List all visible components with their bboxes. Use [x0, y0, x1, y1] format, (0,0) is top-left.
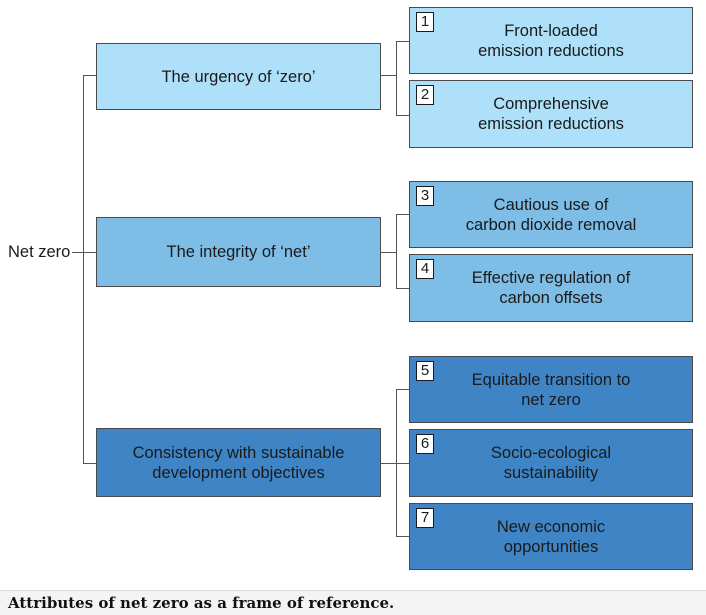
attribute-box-6: 6 Socio-ecological sustainability	[409, 429, 693, 497]
group2-connector	[380, 252, 396, 253]
attribute-label: Front-loaded emission reductions	[478, 21, 624, 60]
group2-spine	[396, 214, 397, 289]
figure-caption: Attributes of net zero as a frame of ref…	[8, 594, 395, 612]
branch-connector-1	[83, 75, 96, 76]
category-integrity-of-net: The integrity of ‘net’	[96, 217, 381, 287]
attribute-box-2: 2 Comprehensive emission reductions	[409, 80, 693, 148]
attribute-box-5: 5 Equitable transition to net zero	[409, 356, 693, 423]
attribute-label: Comprehensive emission reductions	[478, 95, 624, 133]
attribute-box-4: 4 Effective regulation of carbon offsets	[409, 254, 693, 322]
attribute-number-badge: 7	[416, 508, 434, 528]
attr3-connector	[396, 214, 409, 215]
attribute-number-badge: 4	[416, 259, 434, 279]
branch-connector-3	[83, 463, 96, 464]
attribute-label: Cautious use of carbon dioxide removal	[465, 195, 637, 234]
branch-connector-2	[83, 252, 96, 253]
attribute-box-1: 1 Front-loaded emission reductions	[409, 7, 693, 74]
category-label: Consistency with sustainable development…	[132, 443, 345, 482]
attribute-number-badge: 2	[416, 85, 434, 105]
attr1-connector	[396, 41, 409, 42]
root-connector	[72, 252, 84, 253]
category-urgency-of-zero: The urgency of ‘zero’	[96, 43, 381, 110]
attribute-number-badge: 3	[416, 186, 434, 206]
attr5-connector	[396, 389, 409, 390]
attribute-label: New economic opportunities	[496, 517, 606, 556]
net-zero-tree-diagram: Net zero The urgency of ‘zero’ The integ…	[8, 7, 693, 570]
group1-spine	[396, 41, 397, 116]
category-label: The integrity of ‘net’	[166, 243, 311, 261]
attribute-number-badge: 6	[416, 434, 434, 454]
attribute-number-badge: 5	[416, 361, 434, 381]
attr2-connector	[396, 115, 409, 116]
attr4-connector	[396, 288, 409, 289]
attr7-connector	[396, 536, 409, 537]
caption-bar: Attributes of net zero as a frame of ref…	[0, 590, 706, 615]
attribute-label: Effective regulation of carbon offsets	[471, 269, 631, 307]
root-node-net-zero: Net zero	[8, 243, 71, 261]
attribute-number-badge: 1	[416, 12, 434, 32]
group3-connector	[380, 463, 396, 464]
attr6-connector	[396, 463, 409, 464]
category-label: The urgency of ‘zero’	[161, 67, 316, 86]
group1-connector	[380, 75, 396, 76]
root-spine	[83, 75, 84, 464]
attribute-box-7: 7 New economic opportunities	[409, 503, 693, 570]
attribute-box-3: 3 Cautious use of carbon dioxide removal	[409, 181, 693, 248]
attribute-label: Equitable transition to net zero	[471, 370, 631, 409]
category-sustainable-development: Consistency with sustainable development…	[96, 428, 381, 497]
attribute-label: Socio-ecological sustainability	[490, 444, 612, 482]
